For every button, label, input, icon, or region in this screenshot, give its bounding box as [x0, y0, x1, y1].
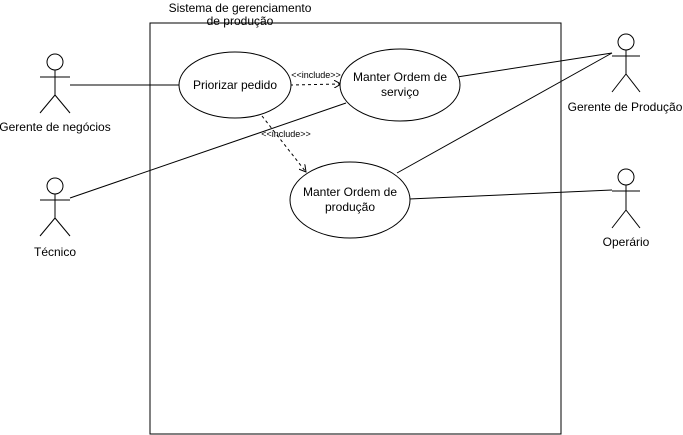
association-gerente-producao-manter-os [456, 52, 613, 78]
association-gerente-producao-manter-op [396, 52, 613, 174]
actor-gerente-negocios[interactable] [39, 53, 71, 114]
use-case-manter-op-line1: Manter Ordem de [303, 185, 397, 199]
association-operario-manter-op [408, 189, 613, 200]
actor-head-icon [617, 168, 635, 186]
use-case-priorizar-pedido-label: Priorizar pedido [193, 78, 277, 92]
actor-gerente-producao[interactable] [611, 33, 641, 93]
actor-head-icon [46, 53, 64, 71]
actor-head-icon [46, 177, 64, 195]
system-boundary [149, 22, 562, 435]
actor-tecnico[interactable] [39, 177, 71, 237]
use-case-manter-op-line2: produção [325, 200, 375, 214]
actor-gerente-negocios-label: Gerente de negócios [0, 120, 111, 134]
actor-head-icon [617, 33, 635, 51]
include-label-2: <<include>> [261, 129, 311, 139]
system-title-line1: Sistema de gerenciamento [169, 1, 312, 15]
association-tecnico-manter-os [69, 102, 347, 199]
use-case-manter-os-line1: Manter Ordem de [353, 70, 447, 84]
actor-tecnico-label: Técnico [34, 245, 76, 259]
use-case-priorizar-pedido[interactable]: Priorizar pedido [178, 51, 292, 119]
use-case-manter-os-line2: serviço [381, 85, 419, 99]
include-label-1: <<include>> [291, 70, 341, 80]
include-arrow-1 [289, 84, 341, 85]
actor-operario-label: Operário [603, 235, 650, 249]
actor-operario[interactable] [611, 168, 641, 229]
actor-gerente-producao-label: Gerente de Produção [568, 100, 683, 114]
use-case-manter-ordem-servico[interactable]: Manter Ordem de serviço [339, 48, 461, 122]
system-title-line2: de produção [207, 14, 274, 28]
use-case-manter-ordem-producao[interactable]: Manter Ordem de produção [289, 161, 411, 239]
